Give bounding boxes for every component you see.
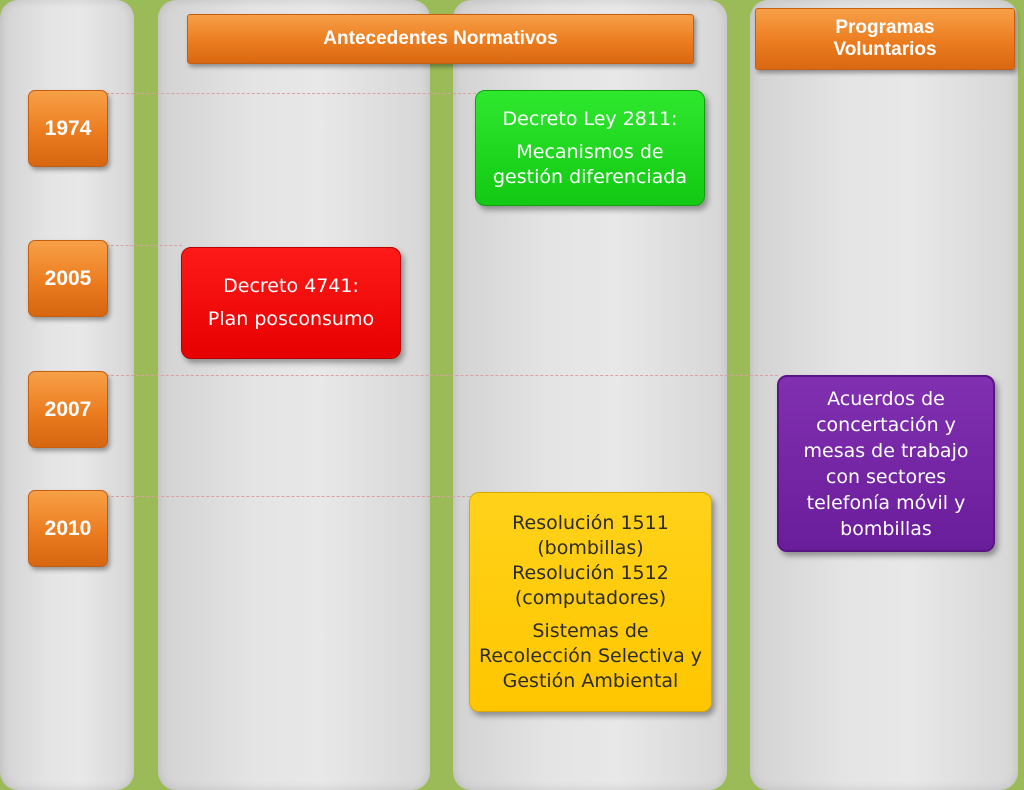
box-resolucion-1512: Resolución 1512 (computadores) bbox=[512, 561, 669, 609]
box-decreto-4741: Decreto 4741: Plan posconsumo bbox=[181, 247, 401, 359]
box-resoluciones: Resolución 1511 (bombillas) Resolución 1… bbox=[469, 492, 712, 712]
box-decreto-ley-2811-text: Mecanismos de gestión diferenciada bbox=[493, 140, 687, 188]
box-decreto-ley-2811: Decreto Ley 2811: Mecanismos de gestión … bbox=[475, 90, 705, 206]
year-1974: 1974 bbox=[28, 90, 108, 167]
box-decreto-ley-2811-title: Decreto Ley 2811: bbox=[502, 107, 678, 130]
header-programas-voluntarios: Programas Voluntarios bbox=[755, 8, 1015, 70]
box-sistemas-recoleccion: Sistemas de Recolección Selectiva y Gest… bbox=[478, 619, 703, 692]
connector-1974 bbox=[106, 93, 476, 94]
connector-2010 bbox=[106, 496, 470, 497]
normativos-left-column bbox=[158, 0, 430, 790]
box-decreto-4741-text: Plan posconsumo bbox=[207, 308, 375, 330]
box-acuerdos-text: Acuerdos de concertación y mesas de trab… bbox=[803, 387, 969, 540]
year-2010: 2010 bbox=[28, 490, 108, 567]
box-decreto-4741-title: Decreto 4741: bbox=[223, 275, 359, 297]
header-antecedentes-normativos: Antecedentes Normativos bbox=[187, 14, 694, 64]
connector-2005 bbox=[106, 245, 182, 246]
box-resolucion-1511: Resolución 1511 (bombillas) bbox=[512, 511, 669, 559]
year-2007: 2007 bbox=[28, 371, 108, 448]
connector-2007 bbox=[106, 375, 778, 376]
year-2005: 2005 bbox=[28, 240, 108, 317]
box-acuerdos-concertacion: Acuerdos de concertación y mesas de trab… bbox=[777, 375, 995, 552]
